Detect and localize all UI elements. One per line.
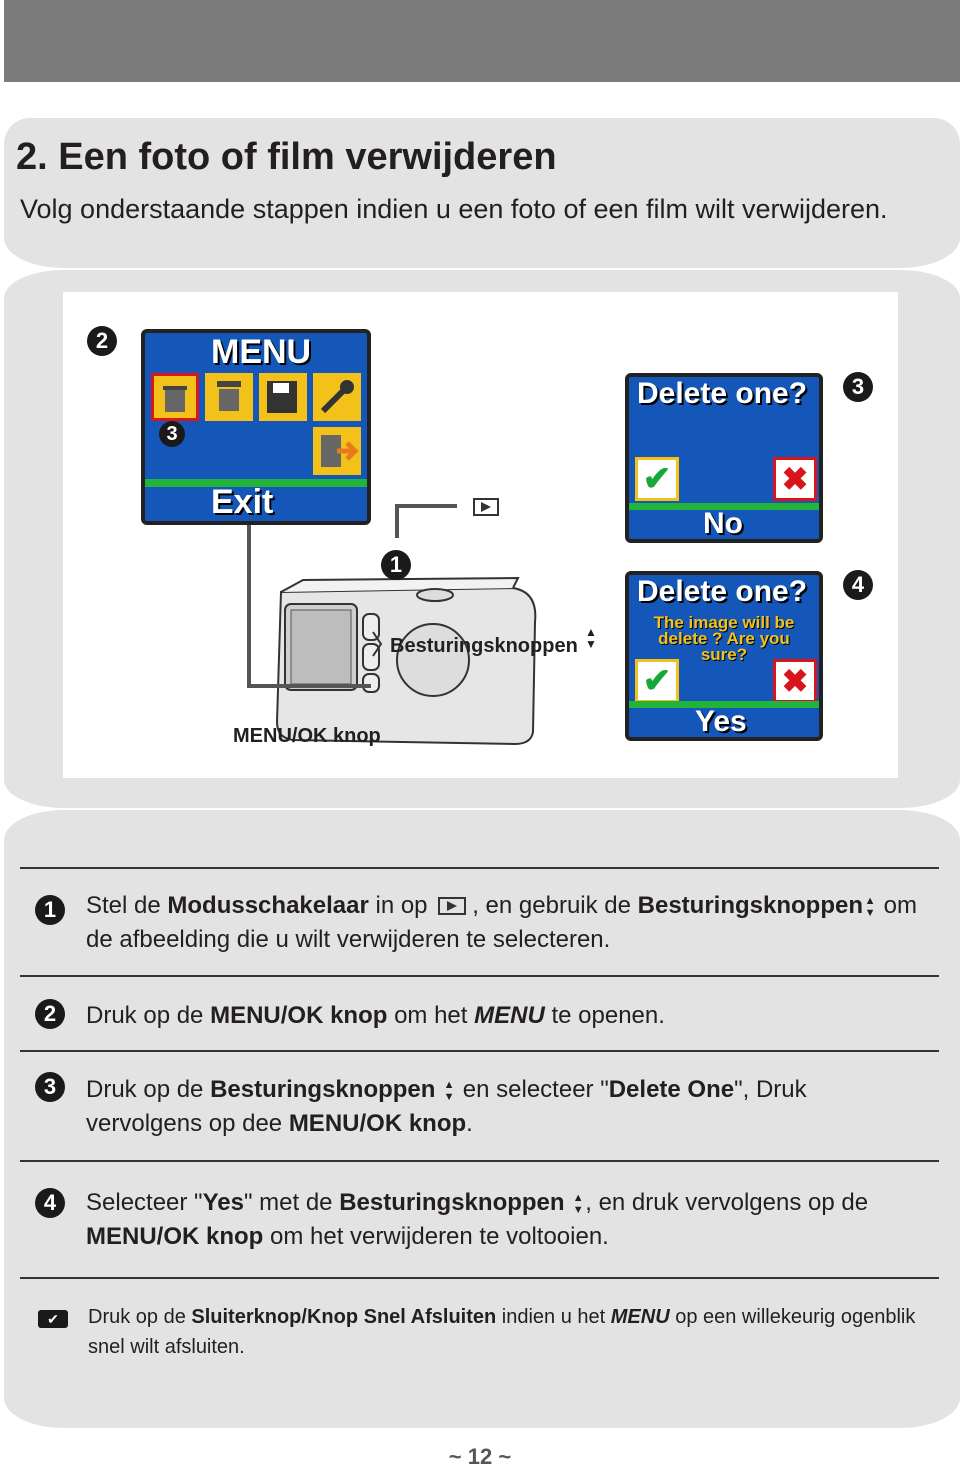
menu-green-bar [145,479,367,487]
up-down-arrows-icon: ▲▼ [572,1191,584,1216]
camera-lcd-glass [290,609,352,685]
note-pencil-icon: ✔ [38,1310,68,1328]
step-3-text: Druk op de Besturingsknoppen ▲▼ en selec… [86,1073,926,1141]
divider [20,867,939,869]
up-down-arrows-icon: ▲▼ [864,894,876,919]
controls-pointer [372,631,383,657]
step-text-bold: Yes [202,1189,244,1216]
delete-yes-green-bar [629,701,819,708]
marker-three-on-screen: 3 [159,421,185,447]
step-text-bold-italic: MENU [474,1002,545,1029]
step-text-part: en selecteer " [462,1076,609,1103]
x-icon: ✖ [773,659,817,703]
label-menu-ok: MENU/OK knop [233,725,381,747]
step-text-part: Druk op de [86,1076,211,1103]
step-text-part: , en druk vervolgens op de [585,1189,869,1216]
up-down-arrows-icon: ▲▼ [585,625,597,651]
step-4-text: Selecteer "Yes" met de Besturingsknoppen… [86,1186,926,1254]
delete-no-green-bar [629,503,819,510]
playback-mode-icon [473,498,499,516]
marker-four: 4 [843,570,873,600]
figure-illustration: MENU 3 Exit Delete one? ✔ ✖ No Delete on… [63,292,898,778]
delete-yes-message: The image will be delete ? Are you sure? [653,613,795,664]
step-text-part: om het verwijderen te voltooien. [263,1223,609,1250]
step-text-part: te openen. [544,1002,665,1029]
note-text-bold: Sluiterknop/Knop Snel Afsluiten [191,1306,497,1328]
step-4-marker: 4 [35,1188,65,1218]
menu-screen: MENU 3 Exit [141,329,371,525]
exit-door-icon [313,427,361,475]
note-text-part: op een willekeurig ogenblik snel wilt af… [88,1306,916,1358]
divider [20,1050,939,1052]
note-text-bold-italic: MENU [610,1306,670,1328]
camera-illustration [247,498,537,746]
delete-no-header: Delete one? [637,377,808,410]
step-text-bold: MENU/OK knop [210,1002,388,1029]
delete-yes-header: Delete one? [637,575,808,608]
step-text-part: " met de [243,1189,340,1216]
step-2-marker: 2 [35,999,65,1029]
up-down-arrows-icon: ▲▼ [443,1078,455,1103]
menu-screen-header: MENU [211,333,312,371]
shutter-button [416,588,454,602]
step-text-part: Selecteer " [86,1189,203,1216]
step-text-part: ", Druk vervolgens op dee [86,1076,807,1137]
floppy-disk-icon [259,373,307,421]
check-icon: ✔ [635,457,679,501]
x-icon: ✖ [773,457,817,501]
step-text-part: in op [368,892,435,919]
step-text-bold: Besturingsknoppen [210,1076,436,1103]
note-text-part: indien u het [496,1306,611,1328]
camera-dial [396,623,470,697]
marker-three: 3 [843,372,873,402]
camera-top [280,576,520,593]
label-controls: Besturingsknoppen [390,635,578,657]
note-text-part: Druk op de [88,1306,192,1328]
trash-icon [151,373,199,421]
page-number: ~ 12 ~ [448,1444,512,1469]
mode-connector-line [395,504,457,538]
step-text-bold: Delete One [608,1076,735,1103]
wrench-icon [313,373,361,421]
delete-screen-yes: Delete one? The image will be delete ? A… [625,571,823,741]
menu-screen-footer: Exit [211,483,274,521]
divider [20,1277,939,1279]
control-button-down [362,643,380,671]
step-2-text: Druk op de MENU/OK knop om het MENU te o… [86,999,926,1033]
divider [20,1160,939,1162]
divider [20,975,939,977]
step-text-part: Druk op de [86,1002,211,1029]
step-text-bold: MENU/OK knop [86,1223,264,1250]
step-text-bold: MENU/OK knop [288,1110,467,1137]
delete-no-footer: No [703,507,743,540]
title-panel [4,118,960,268]
step-text-bold: Modusschakelaar [167,892,369,919]
step-text-part: . [466,1110,473,1137]
step-text-part: Stel de [86,892,168,919]
menu-ok-button [362,673,380,693]
step-text-bold: Besturingsknoppen [339,1189,565,1216]
step-text-bold: Besturingsknoppen [637,892,864,919]
section-title: 2. Een foto of film verwijderen [16,136,557,178]
step-text-part: om de afbeelding die u wilt verwijderen … [86,892,918,953]
trash-all-icon [205,373,253,421]
step-text-part: om het [387,1002,475,1029]
marker-one: 1 [381,550,411,580]
top-header-bar [4,0,960,82]
menu-connector-line [247,524,371,688]
section-subtitle: Volg onderstaande stappen indien u een f… [20,194,888,224]
step-3-marker: 3 [35,1072,65,1102]
delete-screen-no: Delete one? ✔ ✖ No [625,373,823,543]
steps-panel [4,810,960,1428]
delete-yes-footer: Yes [695,705,747,738]
check-icon: ✔ [635,659,679,703]
marker-two: 2 [87,326,117,356]
playback-mode-icon [438,897,467,915]
note-text: Druk op de Sluiterknop/Knop Snel Afsluit… [88,1302,928,1362]
step-text-part: , en gebruik de [472,892,638,919]
step-1-text: Stel de Modusschakelaar in op , en gebru… [86,889,926,957]
step-1-marker: 1 [35,895,65,925]
